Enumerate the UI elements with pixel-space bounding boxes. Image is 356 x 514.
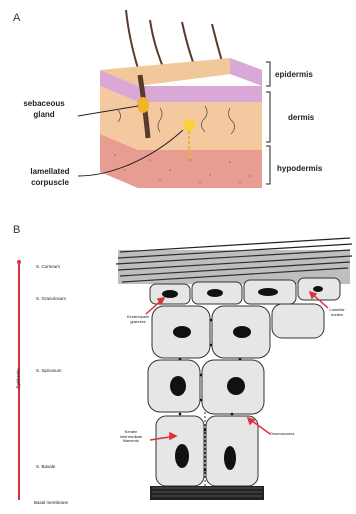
- basal-membrane-label: Basal membrane: [34, 500, 68, 505]
- stratum-granulosum-label: S. Granulosum: [36, 296, 66, 301]
- stratum-spinosum-cells: [148, 304, 324, 414]
- keratohyalin-label: Keratohyalin granules: [120, 315, 156, 324]
- keratin-filaments-label: Keratin intermediate filaments: [112, 430, 150, 444]
- lamellar-bodies-label: Lamellar bodies: [322, 308, 352, 317]
- stratum-spinosum-label: S. Spinosum: [36, 368, 62, 373]
- desmosomes-label: Desmosomes: [270, 432, 294, 437]
- epidermis-axis-label: Epidermis: [16, 359, 21, 399]
- stratum-corneum-label: S. Corneum: [36, 264, 60, 269]
- stratum-basale-label: S. Basale: [36, 464, 55, 469]
- stratum-basale-cells: [156, 416, 258, 486]
